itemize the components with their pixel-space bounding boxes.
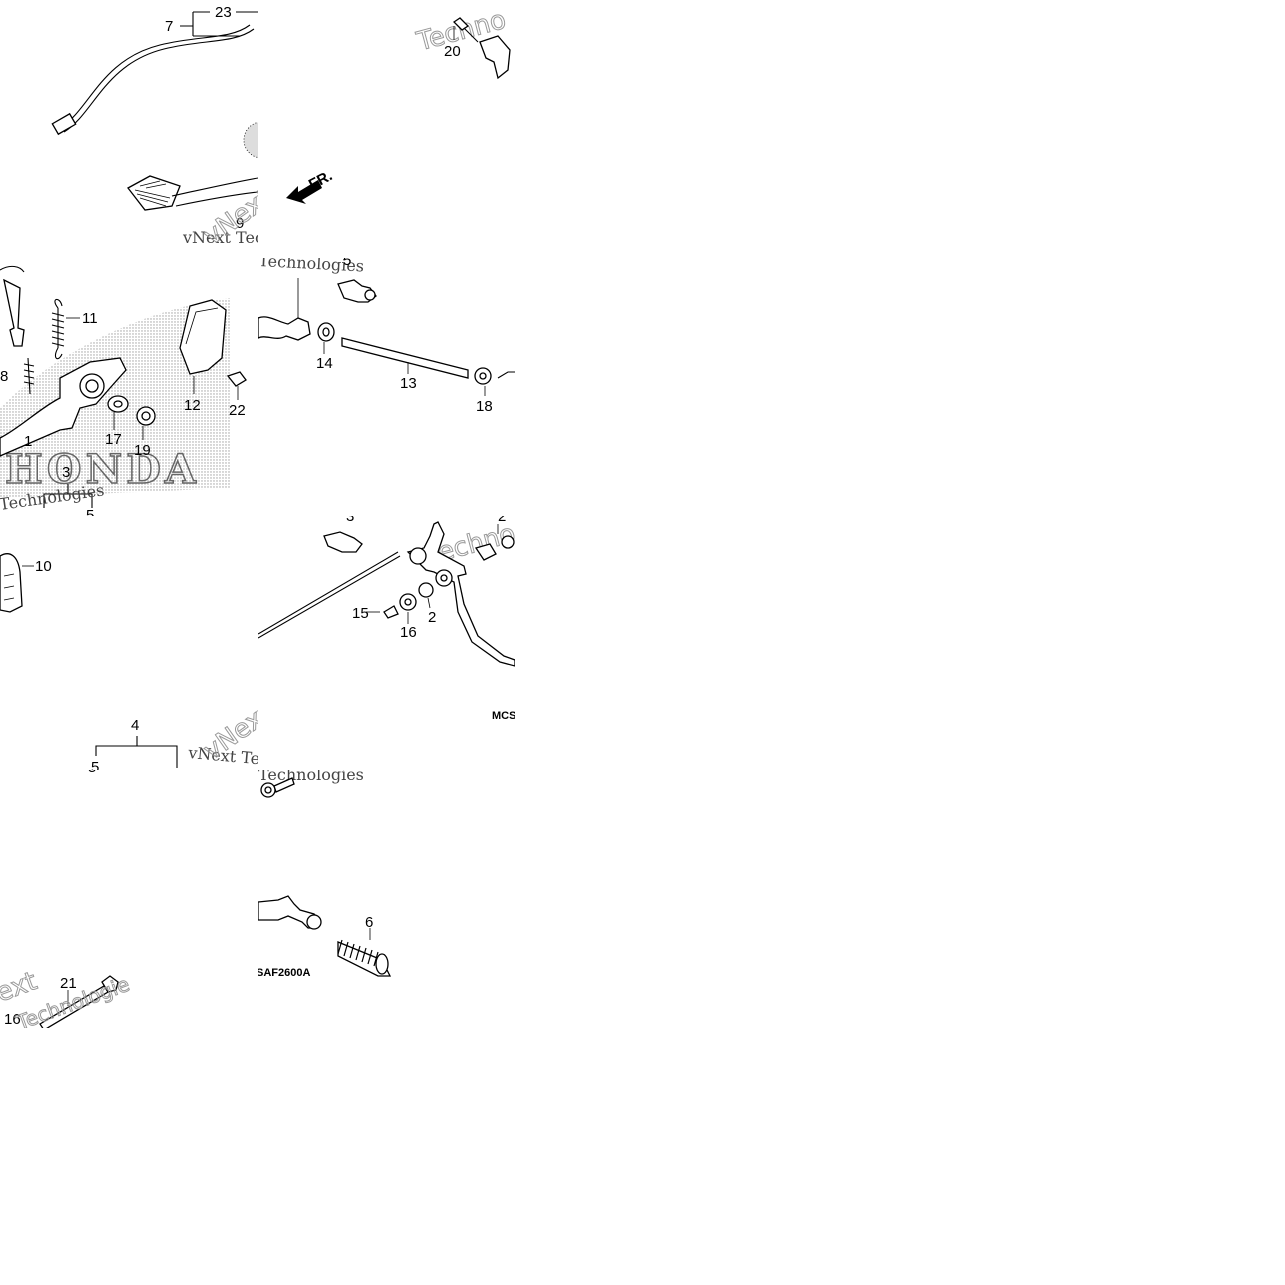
- callout-17: 17: [105, 431, 122, 448]
- callout-20: 20: [444, 43, 461, 60]
- stop-switch-icon: [3, 278, 25, 347]
- brake-pedal-pad-icon: [127, 175, 181, 211]
- diagram-tile-pedal-arm: HONDA 11 8 1 17 19 12 22: [0, 258, 258, 516]
- diagram-tile-part-10: 10: [0, 516, 258, 770]
- bracket-4-header: 4 5 vNext Tec vNext: [91, 710, 258, 770]
- watermark-honda-logo: HONDA: [5, 446, 200, 493]
- callout-14: 14: [316, 355, 333, 372]
- callout-3: 3: [346, 516, 354, 525]
- pedal-rubber-icon: [0, 553, 23, 613]
- nut-2-icon: [418, 582, 434, 598]
- brake-switch-connector-icon: [51, 112, 77, 136]
- nut-15-icon: [383, 605, 399, 619]
- bolt-22-icon: [226, 371, 247, 387]
- diagram-code-saf2600a: SAF2600A: [258, 967, 310, 979]
- callout-2: 2: [428, 609, 436, 626]
- callout-10: 10: [35, 558, 52, 575]
- callout-5: 5: [343, 258, 351, 269]
- callout-8: 8: [0, 368, 8, 385]
- callout-11: 11: [82, 310, 98, 327]
- shift-linkage-drawing: Techno 3 2 15 16 2 MCS: [258, 516, 515, 722]
- watermark-technologies-lower: Technologies: [258, 770, 364, 784]
- callout-12: 12: [184, 397, 201, 414]
- bushing-icon: [474, 543, 497, 561]
- diagram-tile-rod: Technologies 14 13 5 18: [258, 258, 515, 516]
- diagram-tile-shift-linkage: Techno 3 2 15 16 2 MCS: [258, 516, 515, 770]
- diagram-tile-shift-pedal: 6 SAF2600A: [258, 880, 515, 990]
- front-arrow-drawing: Techno 20 FR.: [286, 4, 511, 204]
- pedal-guard-icon: [179, 299, 227, 375]
- shift-pedal-rubber-icon: [337, 939, 392, 977]
- callout-5-lower: 5: [88, 770, 96, 776]
- part-10-drawing: 10: [0, 553, 52, 613]
- bolt-20-icon: [452, 17, 470, 31]
- diagram-code-mcs: MCS: [492, 710, 515, 722]
- callout-9: 9: [236, 215, 244, 232]
- callout-7: 7: [165, 18, 173, 35]
- diagram-tile-bolt-21: 21 16 ext Technologie: [0, 960, 258, 1028]
- bolt-21-drawing: 21 16 ext Technologie: [0, 966, 133, 1028]
- front-direction-arrow-icon: [286, 180, 322, 204]
- callout-6: 6: [365, 914, 373, 931]
- callout-1: 1: [24, 433, 32, 450]
- watermark-technologies-top: Technologies: [258, 258, 365, 276]
- callout-22: 22: [229, 402, 246, 419]
- joint-3-icon: [323, 531, 363, 553]
- callout-16-lower: 16: [4, 1011, 21, 1028]
- callout-16: 16: [400, 624, 417, 641]
- callout-5: 5: [86, 507, 94, 516]
- watermark-ext-outline: ext: [0, 966, 41, 1008]
- diagram-tile-front-arrow: Techno 20 FR.: [258, 0, 515, 258]
- callout-21: 21: [60, 975, 77, 992]
- brake-rod-icon: [341, 337, 469, 379]
- bracket-4-drawing: 5: [88, 770, 96, 776]
- joint-icon: [258, 316, 311, 341]
- callout-23: 23: [215, 4, 232, 21]
- shift-pedal-drawing: 6 SAF2600A: [258, 895, 392, 979]
- callout-15: 15: [352, 605, 369, 622]
- diagram-tile-brake-pedal: 7 23 9 vNext Tec vNext: [0, 0, 258, 258]
- callout-13: 13: [400, 375, 417, 392]
- diagram-tile-bolt-2: Technologies 2: [258, 770, 515, 804]
- watermark-vnext: vNext Tec: [182, 228, 258, 247]
- shift-lever-icon: [406, 521, 515, 667]
- callout-19: 19: [134, 442, 151, 459]
- brake-pedal-drawing: 7 23 9 vNext Tec vNext: [51, 4, 258, 252]
- callout-18: 18: [476, 398, 493, 415]
- callout-3: 3: [62, 464, 70, 481]
- callout-2-upper: 2: [498, 516, 506, 525]
- callout-4: 4: [131, 717, 139, 734]
- callout-5-bracket: 5: [91, 759, 99, 770]
- rod-drawing: Technologies 14 13 5 18: [258, 258, 515, 415]
- pedal-arm-drawing: HONDA 11 8 1 17 19 12 22: [0, 265, 247, 516]
- bolt-2-drawing: Technologies 2: [258, 770, 364, 798]
- holder-bracket-icon: [479, 35, 511, 80]
